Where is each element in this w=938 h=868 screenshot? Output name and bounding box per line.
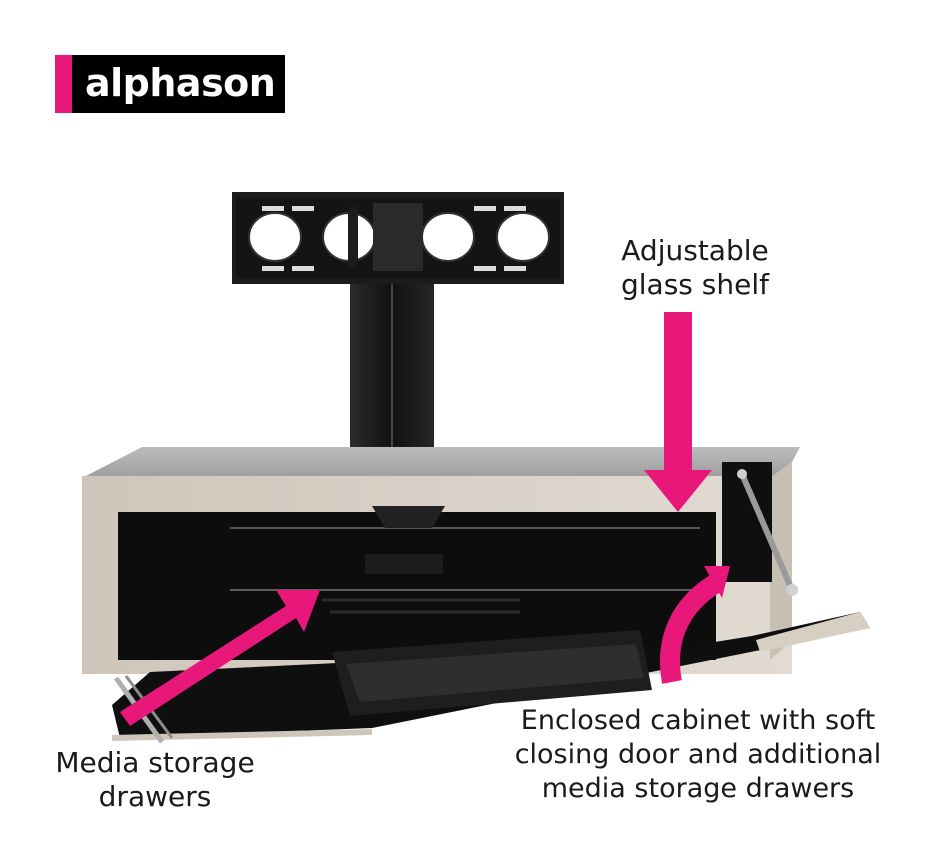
tv-mounting-bracket xyxy=(232,192,564,284)
callout-line: Enclosed cabinet with soft xyxy=(520,705,876,736)
callout-line: closing door and additional xyxy=(514,739,882,770)
callout-media-storage-drawers: Media storage drawers xyxy=(30,746,280,814)
mount-pole xyxy=(350,275,434,450)
callout-line: Adjustable xyxy=(621,234,769,267)
logo-accent-bar xyxy=(55,55,72,113)
callout-line: glass shelf xyxy=(621,268,769,301)
callout-enclosed-cabinet: Enclosed cabinet with soft closing door … xyxy=(488,704,908,806)
alphason-logo: alphason xyxy=(55,55,285,113)
logo-text: alphason xyxy=(85,61,276,105)
callout-line: media storage drawers xyxy=(541,773,855,804)
arrow-glass-shelf xyxy=(644,312,712,512)
cabinet-door-open xyxy=(111,612,870,741)
arrow-enclosed-cabinet xyxy=(660,566,730,684)
door-hinge-strut xyxy=(722,462,798,596)
callout-line: drawers xyxy=(98,780,212,813)
callout-adjustable-glass-shelf: Adjustable glass shelf xyxy=(580,234,810,302)
arrow-media-drawers xyxy=(120,590,320,726)
callout-line: Media storage xyxy=(55,746,255,779)
